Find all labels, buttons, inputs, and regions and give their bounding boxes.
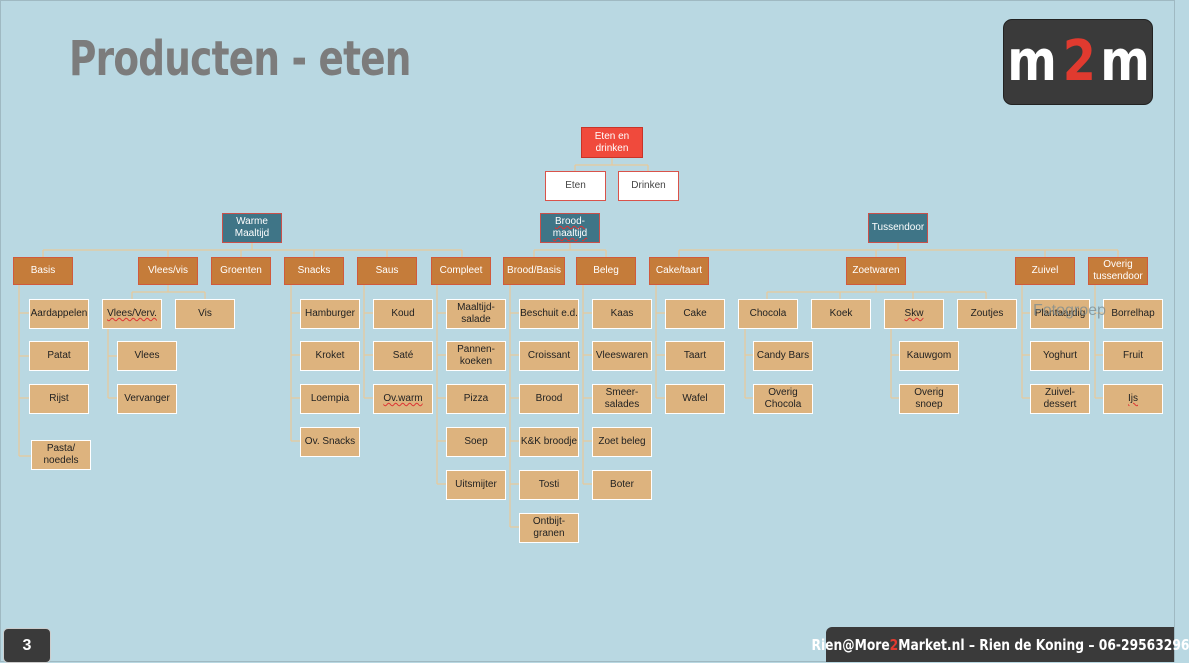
node-zoet-beleg: Zoet beleg	[592, 427, 652, 457]
node-drinken: Drinken	[618, 171, 679, 201]
node-zoetwaren: Zoetwaren	[846, 257, 906, 285]
node-soep: Soep	[446, 427, 506, 457]
node-wafel: Wafel	[665, 384, 725, 414]
node-brood-maaltijd: Brood-maaltijd	[540, 213, 600, 243]
node-eten: Eten	[545, 171, 606, 201]
footer-text-pre: Rien@More	[811, 635, 890, 654]
node-kauwgom: Kauwgom	[899, 341, 959, 371]
node-boter: Boter	[592, 470, 652, 500]
node-candy-bars: Candy Bars	[753, 341, 813, 371]
node-skw-label: Skw	[904, 308, 924, 319]
logo-digit-2: 2	[1062, 29, 1095, 94]
node-overig-snoep: Overig snoep	[899, 384, 959, 414]
node-cake: Cake	[665, 299, 725, 329]
node-brood: Brood	[519, 384, 579, 414]
node-borrelhap: Borrelhap	[1103, 299, 1163, 329]
node-loempia: Loempia	[300, 384, 360, 414]
node-overig-chocola: Overig Chocola	[753, 384, 813, 414]
node-saus: Saus	[357, 257, 417, 285]
node-zoutjes: Zoutjes	[957, 299, 1017, 329]
node-rijst: Rijst	[29, 384, 89, 414]
node-groenten: Groenten	[211, 257, 271, 285]
page-title: Producten - eten	[69, 31, 411, 87]
node-brood-maaltijd-label: Brood-maaltijd	[552, 216, 588, 239]
node-vlees: Vlees	[117, 341, 177, 371]
logo-letter-m: m	[1007, 29, 1057, 94]
node-vis: Vis	[175, 299, 235, 329]
node-chocola: Chocola	[738, 299, 798, 329]
node-compleet: Compleet	[431, 257, 491, 285]
node-croissant: Croissant	[519, 341, 579, 371]
node-ov-warm: Ov.warm	[373, 384, 433, 414]
node-tosti: Tosti	[519, 470, 579, 500]
node-kroket: Kroket	[300, 341, 360, 371]
node-uitsmijter: Uitsmijter	[446, 470, 506, 500]
node-sate: Saté	[373, 341, 433, 371]
node-maaltijdsalade: Maaltijd-salade	[446, 299, 506, 329]
node-smeersalades: Smeer-salades	[592, 384, 652, 414]
node-tussendoor: Tussendoor	[868, 213, 928, 243]
node-skw: Skw	[884, 299, 944, 329]
node-beschuit: Beschuit e.d.	[519, 299, 579, 329]
node-pizza: Pizza	[446, 384, 506, 414]
node-ontbijtgranen: Ontbijt-granen	[519, 513, 579, 543]
node-vlees-vis: Vlees/vis	[138, 257, 198, 285]
node-patat: Patat	[29, 341, 89, 371]
node-kaas: Kaas	[592, 299, 652, 329]
node-eten-en-drinken: Eten en drinken	[581, 127, 643, 158]
node-snacks: Snacks	[284, 257, 344, 285]
node-basis: Basis	[13, 257, 73, 285]
node-warme-maaltijd: Warme Maaltijd	[222, 213, 282, 243]
footer-contact: Rien@More2Market.nl – Rien de Koning – 0…	[811, 627, 1189, 662]
node-plantaardig: Plantaardig	[1030, 299, 1090, 329]
footer-text-post: Market.nl – Rien de Koning – 06-29563296	[897, 635, 1189, 654]
node-vlees-verv: Vlees/Verv.	[102, 299, 162, 329]
node-cake-taart: Cake/taart	[649, 257, 709, 285]
node-ijs-label: Ijs	[1128, 393, 1138, 404]
page-number: 3	[3, 628, 51, 663]
footer-text-mid: 2	[889, 635, 898, 654]
node-kk-broodje: K&K broodje	[519, 427, 579, 457]
node-beleg: Beleg	[576, 257, 636, 285]
node-vlees-verv-label: Vlees/Verv.	[107, 308, 157, 319]
node-taart: Taart	[665, 341, 725, 371]
footer-text: Rien@More2Market.nl – Rien de Koning – 0…	[811, 636, 1189, 654]
node-hamburger: Hamburger	[300, 299, 360, 329]
node-aardappelen: Aardappelen	[29, 299, 89, 329]
node-ijs: Ijs	[1103, 384, 1163, 414]
node-overig-tussendoor: Overig tussendoor	[1088, 257, 1148, 285]
node-fruit: Fruit	[1103, 341, 1163, 371]
logo-letter-m: m	[1100, 29, 1151, 94]
node-pasta-noedels: Pasta/ noedels	[31, 440, 91, 470]
node-zuivel: Zuivel	[1015, 257, 1075, 285]
node-brood-basis: Brood/Basis	[503, 257, 565, 285]
node-yoghurt: Yoghurt	[1030, 341, 1090, 371]
node-koek: Koek	[811, 299, 871, 329]
node-koud: Koud	[373, 299, 433, 329]
watermark-text: Fotogroep	[1033, 302, 1106, 319]
node-ov-snacks: Ov. Snacks	[300, 427, 360, 457]
node-vervanger: Vervanger	[117, 384, 177, 414]
node-ov-warm-label: Ov.warm	[383, 393, 423, 404]
node-vleeswaren: Vleeswaren	[592, 341, 652, 371]
node-zuiveldessert: Zuivel-dessert	[1030, 384, 1090, 414]
node-pannenkoeken: Pannen-koeken	[446, 341, 506, 371]
